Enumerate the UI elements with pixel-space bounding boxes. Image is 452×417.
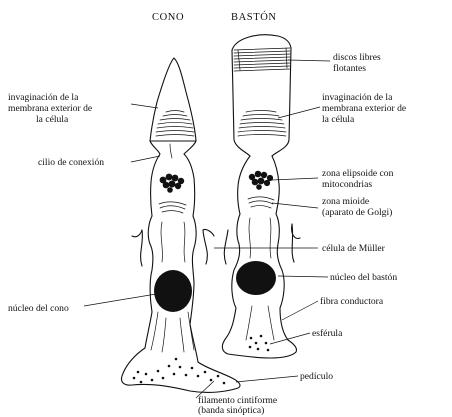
rod-spherule-dots xyxy=(249,335,270,352)
label-cone-invagination-2: membrana exterior de xyxy=(8,103,92,114)
label-rod-invagination-3: la célula xyxy=(322,114,355,125)
label-ellipsoid-2: mitocondrias xyxy=(322,179,372,190)
cone-pedicle-dots xyxy=(133,358,226,385)
cone-outer-segment xyxy=(150,58,196,141)
cone-cell xyxy=(121,58,240,392)
label-pedicle: pedículo xyxy=(300,371,333,382)
rod-nucleus xyxy=(236,261,276,295)
label-muller: célula de Müller xyxy=(322,243,386,254)
rod-mitochondria xyxy=(249,171,273,190)
label-myoid-2: (aparato de Golgi) xyxy=(322,207,392,218)
label-cone-invagination-3: la célula xyxy=(36,114,69,125)
rod-cell xyxy=(222,35,296,358)
label-discs-2: flotantes xyxy=(333,63,366,74)
label-cone-nucleus: núcleo del cono xyxy=(8,303,69,314)
label-synaptic-2: (banda sinóptica) xyxy=(198,405,264,416)
label-cone-invagination-1: invaginación de la xyxy=(8,92,79,103)
label-cilium: cilio de conexión xyxy=(38,157,104,168)
label-rod-nucleus: núcleo del bastón xyxy=(330,272,397,283)
rod-discs xyxy=(234,48,290,71)
label-rod-invagination-2: membrana exterior de xyxy=(322,103,406,114)
rod-cap xyxy=(232,35,291,50)
rod-golgi xyxy=(248,197,274,208)
rod-title: BASTÓN xyxy=(231,11,277,23)
cone-nucleus xyxy=(154,270,192,312)
cone-title: CONO xyxy=(152,12,184,23)
muller-cell xyxy=(132,224,300,266)
cone-mitochondria xyxy=(160,174,185,193)
label-ellipsoid-1: zona elipsoide con xyxy=(322,168,394,179)
label-fiber: fibra conductora xyxy=(320,296,384,307)
label-myoid-1: zona mioide xyxy=(322,196,369,207)
cone-lamellae xyxy=(156,111,194,137)
label-discs-1: discos libres xyxy=(333,52,381,63)
label-rod-invagination-1: invaginación de la xyxy=(322,92,393,103)
label-spherule: esférula xyxy=(312,328,343,339)
rod-lamellae xyxy=(238,111,286,137)
cone-golgi xyxy=(159,202,186,213)
leader-lines xyxy=(84,60,330,398)
